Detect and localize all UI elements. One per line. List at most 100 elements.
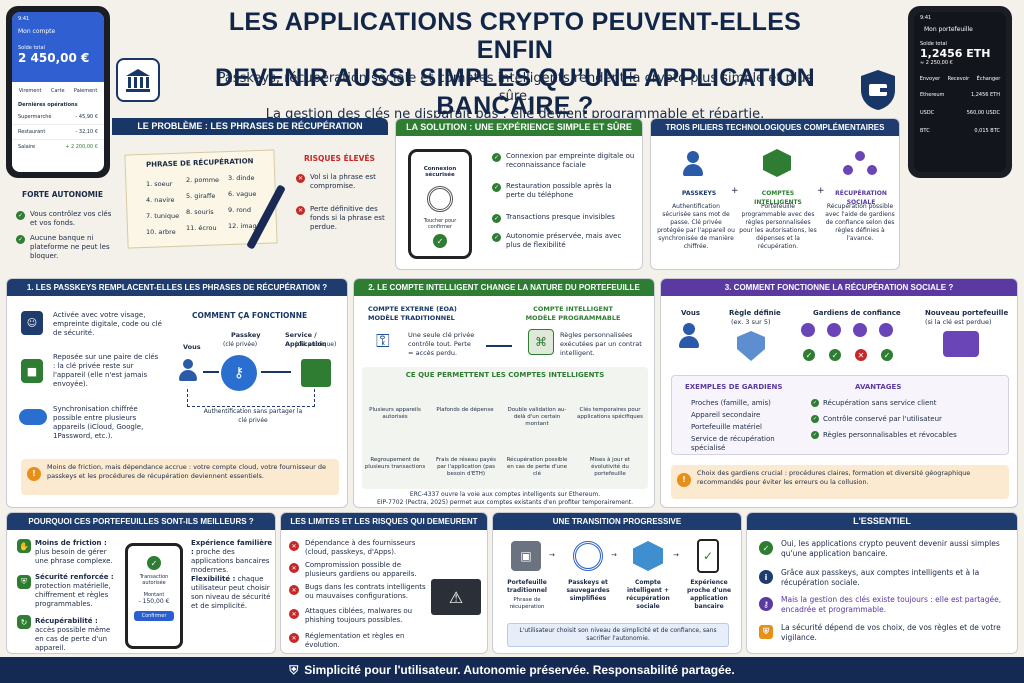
dashed-loop bbox=[187, 389, 315, 407]
check-icon: ✓ bbox=[803, 349, 815, 361]
fingerprint-icon bbox=[573, 541, 603, 571]
feature-item: Plusieurs appareils autorisés bbox=[369, 407, 421, 420]
wallet-phone: 9:41 Mon portefeuille Solde total 1,2456… bbox=[908, 6, 1012, 178]
contract-icon: ⌘ bbox=[528, 329, 554, 355]
x-icon: ✕ bbox=[296, 174, 305, 183]
exchange-button[interactable]: Échanger bbox=[976, 76, 1001, 82]
guardian-avatar bbox=[853, 323, 867, 337]
check-icon: ✓ bbox=[759, 541, 773, 555]
key-icon: ⚷ bbox=[759, 597, 773, 611]
receive-button[interactable]: Recevoir bbox=[947, 76, 970, 82]
x-icon: ✕ bbox=[855, 349, 867, 361]
server-icon bbox=[301, 359, 331, 387]
check-icon: ✓ bbox=[16, 211, 25, 220]
warning-monitor-icon: ⚠ bbox=[431, 579, 481, 615]
check-icon: ✓ bbox=[811, 431, 819, 439]
check-icon: ✓ bbox=[16, 235, 25, 244]
smart-account-card: 2. LE COMPTE INTELLIGENT CHANGE LA NATUR… bbox=[353, 278, 655, 508]
hand-icon: ✋ bbox=[17, 539, 31, 553]
card-button[interactable]: Carte bbox=[50, 88, 65, 94]
arrow-icon bbox=[261, 371, 291, 373]
footer-banner: ⛨Simplicité pour l'utilisateur. Autonomi… bbox=[0, 657, 1024, 683]
lock-icon: ■ bbox=[21, 359, 43, 383]
shield-icon: ⛨ bbox=[289, 663, 299, 677]
warning-note: ! Moins de friction, mais dépendance acc… bbox=[21, 459, 339, 495]
x-icon: ✕ bbox=[289, 633, 299, 643]
x-icon: ✕ bbox=[289, 585, 299, 595]
warning-icon: ! bbox=[677, 473, 691, 487]
shield-icon: ⛨ bbox=[759, 625, 773, 639]
x-icon: ✕ bbox=[296, 206, 305, 215]
problem-header: LE PROBLÈME : LES PHRASES DE RÉCUPÉRATIO… bbox=[112, 118, 388, 135]
page-title: LES APPLICATIONS CRYPTO PEUVENT-ELLES EN… bbox=[214, 8, 816, 120]
key-icon: ⚷ bbox=[221, 355, 257, 391]
face-id-icon: ☺ bbox=[21, 311, 43, 335]
wallet-shield-icon bbox=[858, 68, 898, 112]
bank-phone: 9:41 Mon compte Solde total 2 450,00 € V… bbox=[6, 6, 110, 178]
social-recovery-card: 3. COMMENT FONCTIONNE LA RÉCUPÉRATION SO… bbox=[660, 278, 1018, 508]
cube-icon bbox=[633, 541, 663, 571]
safe-icon: ▣ bbox=[511, 541, 541, 571]
send-button[interactable]: Envoyer bbox=[919, 76, 941, 82]
feature-item: Double validation au-delà d'un certain m… bbox=[507, 407, 567, 427]
check-icon: ✓ bbox=[433, 234, 447, 248]
pillars-card: TROIS PILIERS TECHNOLOGIQUES COMPLÉMENTA… bbox=[650, 118, 900, 270]
x-icon: ✕ bbox=[289, 609, 299, 619]
op-row: Supermarché- 45,90 € bbox=[12, 110, 104, 125]
feature-item: Frais de réseau payés par l'application … bbox=[436, 457, 496, 477]
feature-item: Mises à jour et évolutivité du portefeui… bbox=[589, 457, 631, 477]
limits-card: LES LIMITES ET LES RISQUES QUI DEMEURENT… bbox=[280, 512, 488, 654]
user-icon bbox=[677, 323, 701, 349]
bank-icon bbox=[116, 58, 160, 102]
problem-card: LE PROBLÈME : LES PHRASES DE RÉCUPÉRATIO… bbox=[6, 118, 388, 270]
check-icon: ✓ bbox=[147, 556, 161, 570]
check-icon: ✓ bbox=[811, 399, 819, 407]
features-panel: CE QUE PERMETTENT LES COMPTES INTELLIGEN… bbox=[362, 367, 648, 489]
key-icon: ⚿ bbox=[376, 331, 390, 352]
guardian-avatar bbox=[801, 323, 815, 337]
feature-item: Regroupement de plusieurs transactions bbox=[364, 457, 426, 470]
confirm-button[interactable]: Confirmer bbox=[134, 611, 174, 621]
check-icon: ✓ bbox=[492, 233, 501, 242]
check-icon: ✓ bbox=[881, 349, 893, 361]
guardian-avatar bbox=[879, 323, 893, 337]
warning-icon: ! bbox=[27, 467, 41, 481]
warning-note: ! Choix des gardiens crucial : procédure… bbox=[671, 465, 1009, 499]
x-icon: ✕ bbox=[289, 563, 299, 573]
payment-button[interactable]: Paiement bbox=[73, 88, 98, 94]
passkey-user-icon bbox=[681, 151, 707, 177]
transition-note: L'utilisateur choisit son niveau de simp… bbox=[507, 623, 729, 647]
smart-account-icon bbox=[763, 149, 791, 177]
shield-check-icon bbox=[737, 331, 765, 361]
check-icon: ✓ bbox=[492, 214, 501, 223]
arrow-icon bbox=[486, 345, 512, 347]
feature-item: Plafonds de dépense bbox=[436, 407, 494, 413]
transition-card: UNE TRANSITION PROGRESSIVE ▣ ✓ → → → Por… bbox=[492, 512, 742, 654]
transfer-button[interactable]: Virement bbox=[18, 88, 42, 94]
why-card: POURQUOI CES PORTEFEUILLES SONT-ILS MEIL… bbox=[6, 512, 276, 654]
fingerprint-phone: Connexion sécurisée Toucher pour confirm… bbox=[408, 149, 472, 259]
x-icon: ✕ bbox=[289, 541, 299, 551]
check-icon: ✓ bbox=[492, 153, 501, 162]
user-icon bbox=[177, 359, 199, 383]
confirm-phone: ✓ Transaction autorisée Montant - 150,00… bbox=[125, 543, 183, 649]
refresh-icon: ↻ bbox=[17, 615, 31, 629]
passkeys-card: 1. LES PASSKEYS REMPLACENT-ELLES LES PHR… bbox=[6, 278, 348, 508]
cloud-icon bbox=[19, 409, 47, 425]
page-subtitle: Passkeys, récupération sociale et compte… bbox=[217, 71, 813, 122]
guardian-avatar bbox=[827, 323, 841, 337]
arrow-icon bbox=[203, 371, 219, 373]
op-row: Salaire+ 2 200,00 € bbox=[18, 144, 98, 150]
social-recovery-icon bbox=[843, 151, 877, 177]
shield-icon: ⛨ bbox=[17, 575, 31, 589]
check-icon: ✓ bbox=[811, 415, 819, 423]
phone-check-icon: ✓ bbox=[697, 539, 719, 573]
op-row: Restaurant- 32,10 € bbox=[12, 125, 104, 140]
essentiel-card: L'ESSENTIEL ✓ Oui, les applications cryp… bbox=[746, 512, 1018, 654]
solution-card: LA SOLUTION : UNE EXPÉRIENCE SIMPLE ET S… bbox=[395, 118, 643, 270]
wallet-icon bbox=[943, 331, 979, 357]
examples-panel bbox=[671, 375, 1009, 455]
